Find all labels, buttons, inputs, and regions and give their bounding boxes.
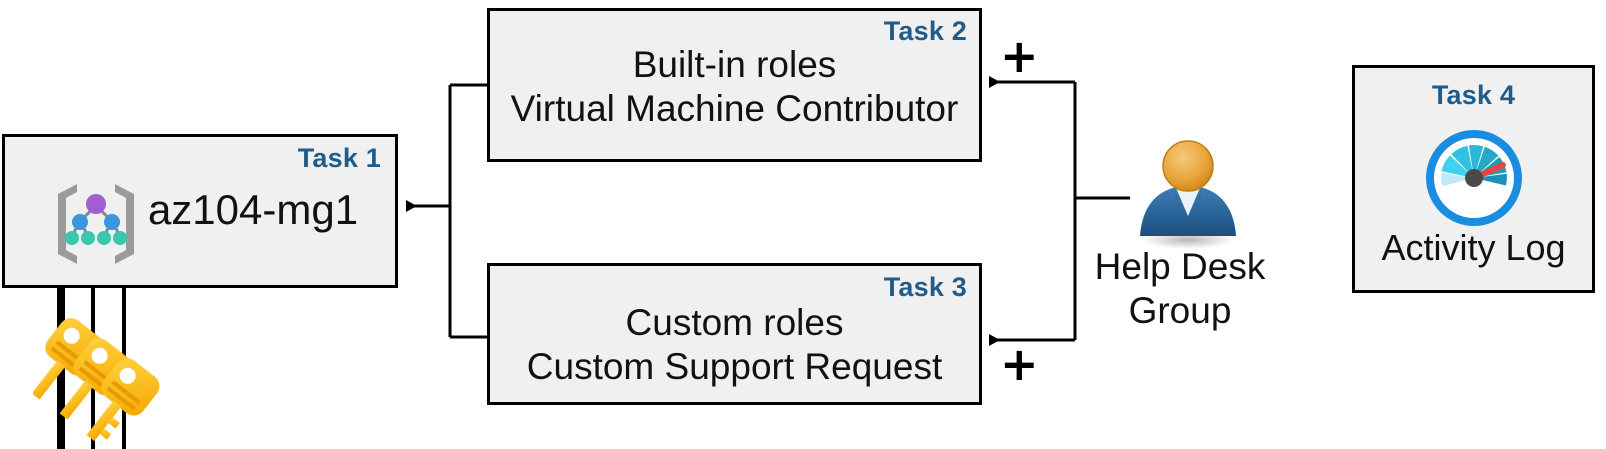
- help-desk-group-label: Help Desk Group: [1060, 245, 1300, 333]
- keys-icon: [33, 318, 160, 442]
- task-2-box[interactable]: Task 2 Built-in roles Virtual Machine Co…: [487, 8, 982, 162]
- left-bracket-connector: [448, 83, 489, 339]
- plus-operator-bottom: +: [1000, 337, 1039, 391]
- task-3-tag: Task 3: [883, 272, 967, 302]
- activity-log-gauge-icon: [1425, 130, 1522, 226]
- help-desk-group-line-2: Group: [1128, 290, 1232, 331]
- task-1-label: az104-mg1: [147, 186, 359, 233]
- task-4-box[interactable]: Task 4 Activity Log: [1352, 65, 1595, 293]
- task-3-line-1: Custom roles: [625, 302, 844, 343]
- help-desk-group-line-1: Help Desk: [1094, 246, 1266, 287]
- task-2-line-1: Built-in roles: [632, 44, 837, 85]
- task-3-line-2: Custom Support Request: [526, 346, 943, 387]
- plus-operator-top: +: [1000, 29, 1039, 83]
- task-1-box[interactable]: Task 1 az104-mg1: [2, 134, 398, 288]
- task-4-label: Activity Log: [1381, 227, 1566, 268]
- user-group-icon: [1140, 140, 1236, 249]
- task-1-tag: Task 1: [297, 143, 381, 173]
- task-4-tag: Task 4: [1431, 80, 1516, 110]
- task-2-tag: Task 2: [883, 16, 967, 46]
- task-3-box[interactable]: Task 3 Custom roles Custom Support Reque…: [487, 263, 982, 405]
- task-2-line-2: Virtual Machine Contributor: [510, 88, 959, 129]
- management-group-icon: [58, 184, 134, 264]
